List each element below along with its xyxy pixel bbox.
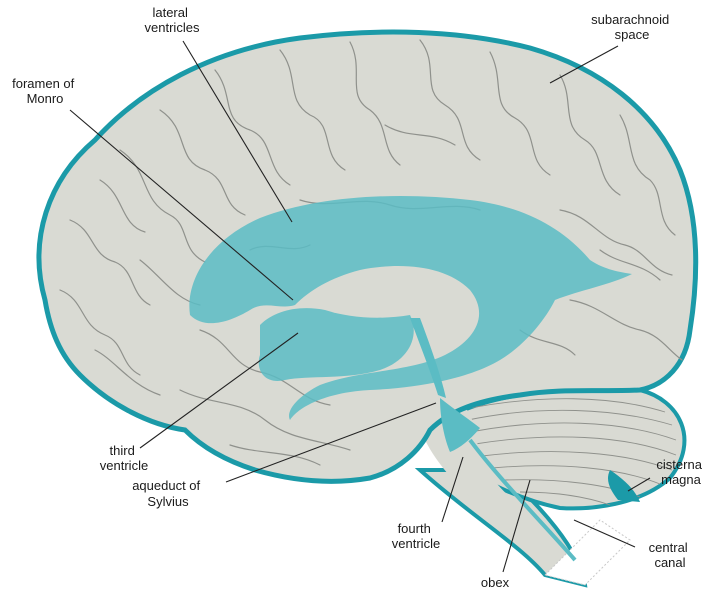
leader-fourth-ventricle: [441, 456, 464, 523]
leader-aqueduct-of-sylvius: [225, 402, 437, 483]
leader-third-ventricle: [139, 332, 299, 449]
label-foramen-of-monro: foramen of Monro: [12, 76, 78, 106]
fourth-ventricle: [440, 398, 480, 452]
spinal-cord-cut-end: [544, 519, 631, 586]
label-obex: obex: [481, 575, 510, 590]
lateral-ventricle: [189, 195, 632, 420]
interthalamic-adhesion: [328, 299, 346, 313]
leader-lines: [69, 40, 651, 573]
label-lateral-ventricles: lateral ventricles: [145, 5, 200, 35]
label-central-canal: central canal: [649, 540, 692, 570]
label-fourth-ventricle: fourth ventricle: [392, 521, 440, 551]
leader-lateral-ventricles: [182, 40, 293, 223]
cerebral-aqueduct: [410, 318, 446, 398]
central-canal: [468, 438, 577, 562]
cisterna-magna: [607, 470, 640, 502]
third-ventricle: [258, 308, 414, 381]
ventricular-system: [189, 195, 640, 562]
label-subarachnoid-space: subarachnoid space: [591, 12, 673, 42]
leader-subarachnoid-space: [549, 45, 619, 84]
label-aqueduct-of-sylvius: aqueduct of Sylvius: [132, 478, 204, 509]
leader-foramen-of-monro: [69, 109, 294, 301]
leader-obex: [502, 479, 531, 573]
label-cisterna-magna: cisterna magna: [656, 457, 705, 487]
leader-cisterna-magna: [627, 477, 651, 492]
leader-central-canal: [573, 519, 636, 548]
label-third-ventricle: third ventricle: [100, 443, 148, 473]
